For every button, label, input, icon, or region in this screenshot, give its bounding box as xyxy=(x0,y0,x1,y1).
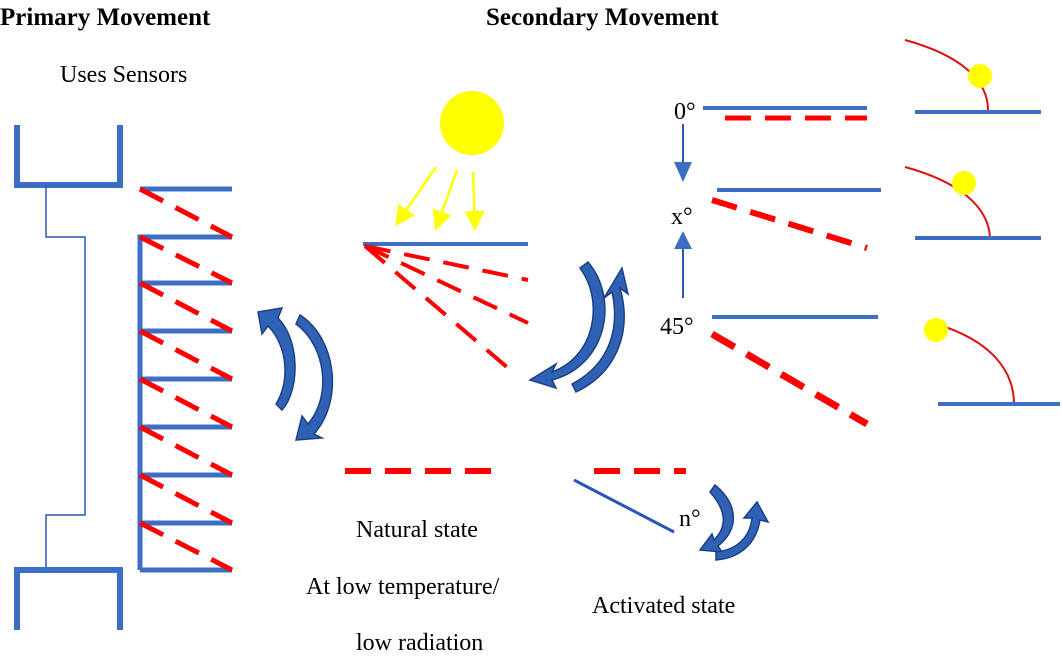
sun-path-arc xyxy=(904,39,989,111)
dashed-diagonal xyxy=(138,424,234,478)
sun-icon xyxy=(968,64,992,88)
connector-line xyxy=(45,185,86,571)
uses-sensors-label: Uses Sensors xyxy=(60,62,187,88)
sun-path-arc xyxy=(904,166,991,238)
angle-states: 0° x° 45° xyxy=(660,99,881,428)
dashed-position xyxy=(363,244,517,376)
angle-45-label: 45° xyxy=(660,314,694,340)
sun-path-arc xyxy=(935,323,1015,405)
rotation-arrow-icon xyxy=(257,307,296,412)
sun-icon xyxy=(440,91,504,155)
sun-ray xyxy=(464,171,485,231)
dashed-position xyxy=(364,244,529,325)
dashed-position xyxy=(711,197,868,251)
bottom-bracket xyxy=(14,567,123,630)
dashed-diagonal xyxy=(138,328,234,382)
low-temperature-label: At low temperature/ xyxy=(306,574,500,600)
dashed-diagonal xyxy=(138,520,234,573)
low-radiation-label: low radiation xyxy=(356,630,483,656)
top-bracket xyxy=(14,125,123,188)
angle-x-label: x° xyxy=(671,204,693,230)
dashed-diagonal xyxy=(138,186,234,240)
sun-ray xyxy=(395,166,438,227)
activated-blade xyxy=(573,478,675,534)
secondary-movement-title: Secondary Movement xyxy=(486,4,719,31)
rotation-arrow-icon xyxy=(295,313,334,441)
dashed-diagonal xyxy=(138,234,234,286)
rotation-arrow-icon xyxy=(715,500,770,561)
sun-icon xyxy=(952,171,976,195)
dashed-diagonal xyxy=(138,280,234,334)
rotation-arrows-primary xyxy=(257,307,334,441)
dashed-position xyxy=(364,244,529,282)
sun-with-rays xyxy=(395,91,504,231)
activated-state-label: Activated state xyxy=(592,593,735,619)
dashed-diagonal xyxy=(138,472,234,526)
rotation-arrow-icon xyxy=(571,266,630,393)
louver-stack xyxy=(137,186,234,573)
angle-n-label: n° xyxy=(679,506,701,532)
sun-position-indicators xyxy=(904,39,1060,406)
angle-0-label: 0° xyxy=(674,99,696,125)
arrow-down-icon[interactable] xyxy=(674,162,692,182)
louver-fan xyxy=(363,242,529,376)
primary-frame xyxy=(14,125,123,630)
state-comparison: Natural state At low temperature/ low ra… xyxy=(306,468,770,656)
sun-icon xyxy=(924,318,948,342)
rotation-arrows-secondary xyxy=(528,260,630,393)
sun-ray xyxy=(432,169,459,231)
primary-movement-title: Primary Movement xyxy=(0,4,211,31)
rotation-arrow-icon xyxy=(698,483,735,553)
arrow-up-icon[interactable] xyxy=(674,231,692,249)
natural-state-label: Natural state xyxy=(356,517,478,543)
dashed-position xyxy=(710,330,869,428)
dashed-diagonal xyxy=(138,376,234,430)
